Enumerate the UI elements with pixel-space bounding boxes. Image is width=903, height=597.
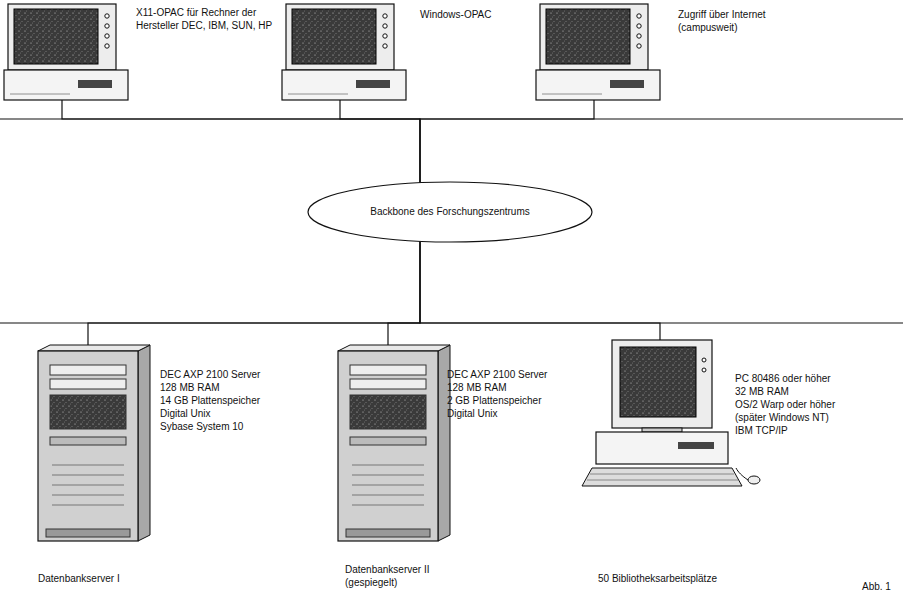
network-line (420, 100, 594, 183)
network-line (340, 100, 420, 183)
spec-line: 14 GB Plattenspeicher (160, 394, 260, 407)
device-caption: Datenbankserver I (38, 572, 168, 585)
backbone-ellipse: Backbone des Forschungszentrums (308, 182, 592, 242)
spec-line: 128 MB RAM (160, 381, 219, 394)
server-tower (38, 345, 150, 541)
device-caption: Datenbankserver II (gespiegelt) (345, 563, 455, 589)
ellipse-outline (308, 182, 592, 242)
server: DEC AXP 2100 Server128 MB RAM2 GB Platte… (325, 345, 585, 591)
spec-line: Digital Unix (447, 407, 498, 420)
workstation: Windows-OPAC (276, 2, 526, 100)
workstation-icon (282, 4, 406, 100)
device-label: Zugriff über Internet (campusweit) (678, 8, 793, 34)
device-caption: 50 Bibliotheksarbeitsplätze (598, 572, 758, 585)
pc-icon (582, 340, 760, 486)
figure-number: Abb. 1 (862, 580, 891, 593)
spec-line: OS/2 Warp oder höher (735, 398, 835, 411)
workstation-icon (4, 4, 128, 100)
network-line (420, 241, 660, 340)
spec-line: Digital Unix (160, 407, 211, 420)
device-label: Windows-OPAC (420, 8, 520, 21)
workstation: Zugriff über Internet (campusweit) (530, 2, 800, 100)
device-label: X11-OPAC für Rechner der Hersteller DEC,… (136, 6, 296, 32)
network-line (88, 241, 420, 345)
spec-line: Sybase System 10 (160, 420, 243, 433)
spec-line: 2 GB Plattenspeicher (447, 394, 542, 407)
library-workstation: PC 80486 oder höher32 MB RAMOS/2 Warp od… (592, 340, 892, 590)
network-line (62, 100, 420, 183)
server: DEC AXP 2100 Server128 MB RAM14 GB Platt… (20, 345, 310, 590)
spec-line: IBM TCP/IP (735, 424, 788, 437)
workstation-icon (536, 4, 660, 100)
network-line (388, 241, 420, 345)
spec-line: DEC AXP 2100 Server (160, 368, 260, 381)
spec-line: (später Windows NT) (735, 411, 829, 424)
server-tower (338, 345, 450, 541)
spec-line: 128 MB RAM (447, 381, 506, 394)
spec-line: 32 MB RAM (735, 385, 789, 398)
workstation: X11-OPAC für Rechner der Hersteller DEC,… (0, 2, 300, 100)
backbone-label: Backbone des Forschungszentrums (308, 205, 592, 218)
spec-line: DEC AXP 2100 Server (447, 368, 547, 381)
spec-line: PC 80486 oder höher (735, 372, 831, 385)
